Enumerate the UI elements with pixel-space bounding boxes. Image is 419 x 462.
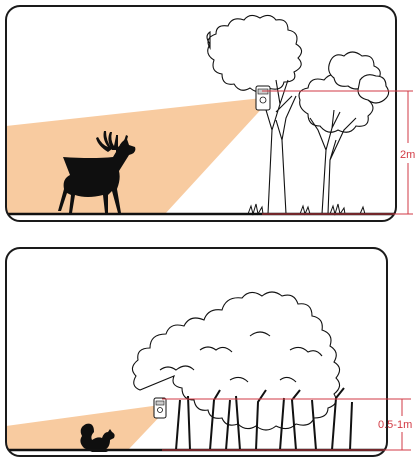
detection-beam <box>6 98 266 214</box>
trail-camera-icon <box>256 86 270 110</box>
scene-deer-panel: 2m <box>0 0 419 230</box>
trail-camera-icon <box>154 398 166 418</box>
height-label: 2m <box>400 149 415 161</box>
tree-icon <box>132 292 352 450</box>
height-label: 0.5-1m <box>378 419 412 431</box>
scene-squirrel-panel: 0.5-1m <box>0 240 419 462</box>
